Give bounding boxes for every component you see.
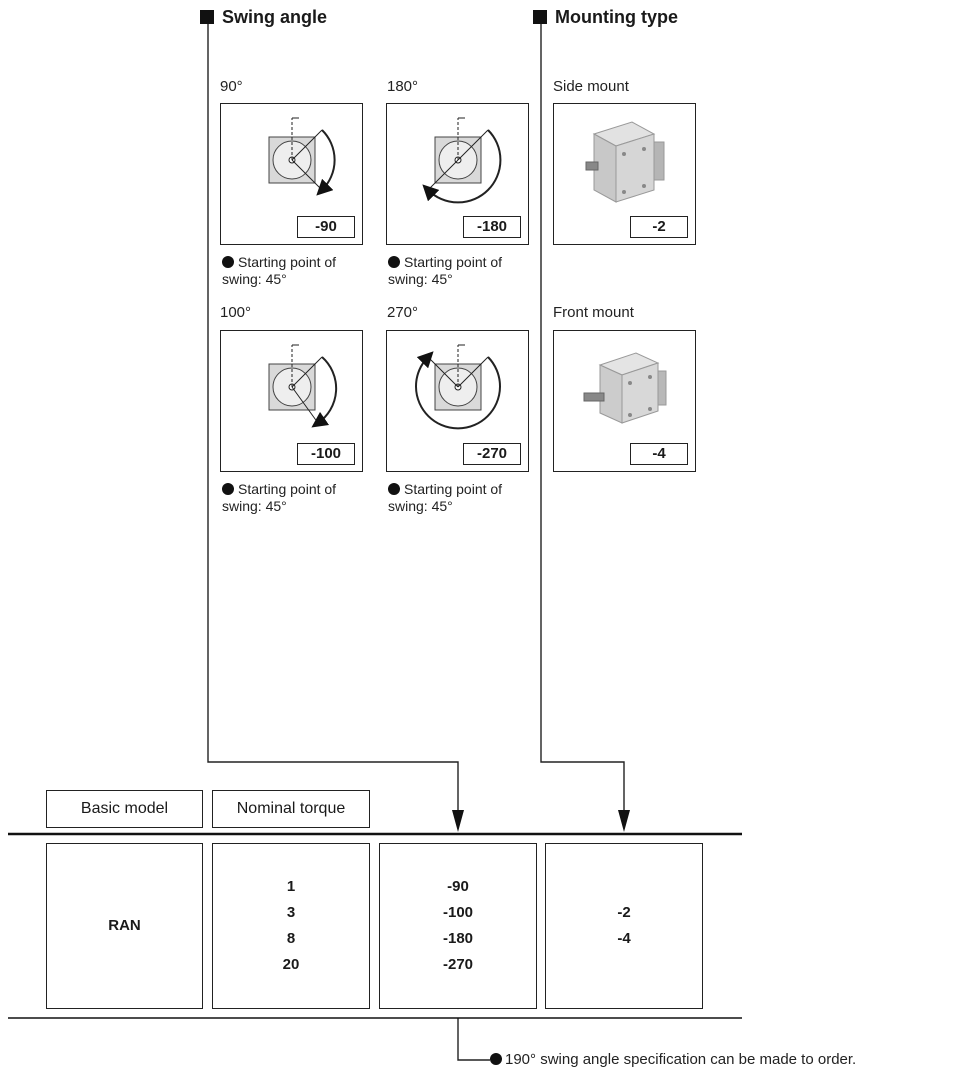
mount-code-value: -4 — [617, 930, 631, 947]
swing-angle-label-100: 100° — [220, 304, 252, 321]
square-bullet-icon — [200, 10, 214, 24]
round-bullet-icon — [222, 483, 234, 495]
torque-value: 20 — [282, 956, 300, 973]
arrow-mounting-type — [618, 810, 630, 832]
swing-code-value: -90 — [447, 878, 469, 895]
swing-angle-option-270[interactable]: -270 — [386, 330, 529, 472]
mount-code-box: -2 — [630, 216, 688, 238]
swing-code-box: -100 — [297, 443, 355, 465]
round-bullet-icon — [490, 1053, 502, 1065]
mount-label-front: Front mount — [553, 304, 634, 321]
header-nominal-torque: Nominal torque — [212, 790, 370, 828]
swing-270-diagram-icon — [415, 344, 501, 430]
swing-angle-label-90: 90° — [220, 78, 243, 95]
swing-note: Starting point of swing: 45° — [222, 254, 337, 287]
swing-note: Starting point of swing: 45° — [388, 254, 503, 287]
swing-angle-label-270: 270° — [387, 304, 419, 321]
swing-code-value: -100 — [442, 904, 474, 921]
basic-model-value: RAN — [108, 917, 141, 934]
cell-basic-model: RAN — [46, 843, 203, 1009]
front-mount-actuator-icon — [583, 352, 667, 424]
swing-angle-option-180[interactable]: -180 — [386, 103, 529, 245]
mount-option-side[interactable]: -2 — [553, 103, 696, 245]
swing-angle-title: Swing angle — [200, 6, 327, 28]
mount-code-box: -4 — [630, 443, 688, 465]
swing-90-diagram-icon — [268, 117, 336, 196]
swing-note: Starting point of swing: 45° — [388, 481, 503, 514]
round-bullet-icon — [388, 483, 400, 495]
header-basic-model: Basic model — [46, 790, 203, 828]
swing-code-value: -180 — [442, 930, 474, 947]
swing-180-diagram-icon — [422, 117, 502, 204]
swing-angle-option-100[interactable]: -100 — [220, 330, 363, 472]
footnote: 190° swing angle specification can be ma… — [490, 1051, 856, 1069]
swing-code-box: -180 — [463, 216, 521, 238]
mount-label-side: Side mount — [553, 78, 629, 95]
mounting-type-title: Mounting type — [533, 6, 678, 28]
side-mount-actuator-icon — [585, 121, 665, 203]
swing-code-box: -90 — [297, 216, 355, 238]
swing-code-box: -270 — [463, 443, 521, 465]
cell-mounting-codes: -2 -4 — [545, 843, 703, 1009]
torque-value: 8 — [286, 930, 296, 947]
swing-angle-label-180: 180° — [387, 78, 419, 95]
mount-code-value: -2 — [617, 904, 631, 921]
arrow-swing-angle — [452, 810, 464, 832]
swing-angle-option-90[interactable]: -90 — [220, 103, 363, 245]
square-bullet-icon — [533, 10, 547, 24]
cell-swing-angle-codes: -90 -100 -180 -270 — [379, 843, 537, 1009]
round-bullet-icon — [222, 256, 234, 268]
round-bullet-icon — [388, 256, 400, 268]
torque-value: 3 — [286, 904, 296, 921]
swing-note: Starting point of swing: 45° — [222, 481, 337, 514]
swing-100-diagram-icon — [268, 344, 338, 428]
cell-nominal-torque: 1 3 8 20 — [212, 843, 370, 1009]
swing-code-value: -270 — [442, 956, 474, 973]
mount-option-front[interactable]: -4 — [553, 330, 696, 472]
torque-value: 1 — [286, 878, 296, 895]
